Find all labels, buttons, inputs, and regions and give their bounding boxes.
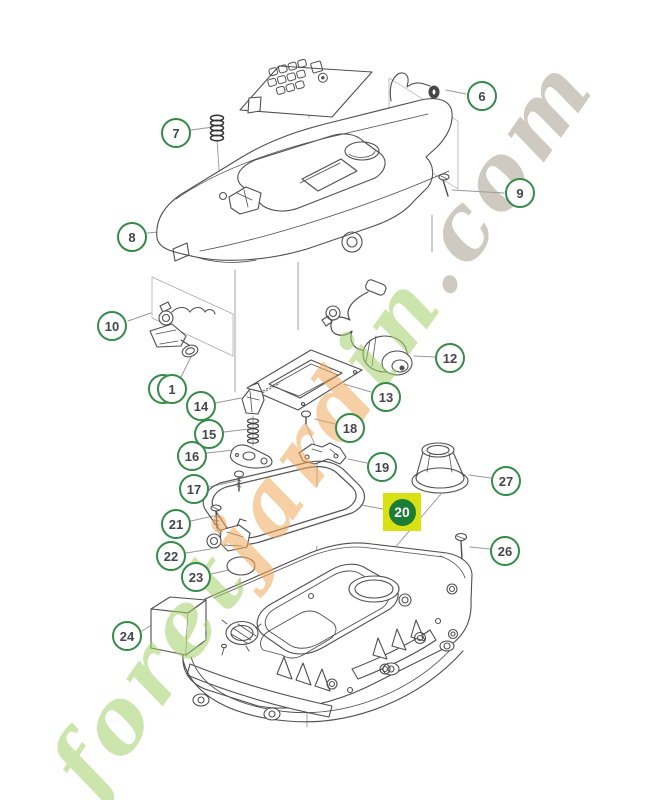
callout-18: 18: [335, 413, 365, 443]
callout-label: 24: [119, 628, 135, 644]
callout-20-circle: 20: [388, 498, 416, 526]
screw-part-9: [438, 173, 450, 197]
callout-label: 23: [188, 569, 204, 585]
callout-7: 7: [161, 118, 191, 148]
speaker-part-12: [321, 279, 413, 376]
callout-label: 21: [168, 516, 184, 532]
callout-label: 26: [497, 543, 513, 559]
callout-label: 8: [128, 229, 136, 245]
bracket-part-19: [298, 442, 347, 465]
callout-label: 1: [168, 381, 176, 397]
callout-20-highlighted: 20: [383, 493, 421, 531]
spring-part-7: [209, 114, 225, 142]
callout-19: 19: [367, 452, 397, 482]
callout-13: 13: [371, 382, 401, 412]
callout-label: 22: [163, 548, 179, 564]
callout-14: 14: [186, 391, 216, 421]
callout-17: 17: [179, 474, 209, 504]
callout-label: 7: [172, 125, 180, 141]
callout-label: 20: [394, 504, 410, 520]
callout-10: 10: [97, 311, 127, 341]
callout-label: 15: [201, 426, 217, 442]
callout-12: 12: [435, 343, 465, 373]
callout-label: 10: [104, 318, 120, 334]
chassis-part-24: [150, 542, 473, 723]
callout-label: 14: [193, 398, 209, 414]
callout-9: 9: [505, 178, 535, 208]
callout-26: 26: [490, 536, 520, 566]
callout-8: 8: [117, 222, 147, 252]
callout-21: 21: [161, 509, 191, 539]
pcb-part-13: [246, 349, 363, 411]
callout-16: 16: [177, 441, 207, 471]
lever-part-16: [229, 444, 273, 469]
keypad-panel-part: [239, 58, 373, 118]
callout-22: 22: [156, 541, 186, 571]
spring-part-15: [246, 418, 260, 444]
sensor-cable-part-10: [149, 301, 216, 348]
callout-label: 13: [378, 389, 394, 405]
callout-label: 12: [442, 350, 458, 366]
callout-15: 15: [194, 419, 224, 449]
screw-part-26: [454, 532, 468, 560]
callout-label: 6: [478, 88, 486, 104]
seal-part-1: [181, 344, 199, 358]
callout-6: 6: [467, 81, 497, 111]
bracket-part-22: [206, 518, 251, 552]
callout-label: 27: [498, 473, 514, 489]
membrane-part-23: [226, 556, 256, 576]
callout-label: 17: [186, 481, 202, 497]
callout-label: 16: [184, 448, 200, 464]
callout-label: 18: [342, 420, 358, 436]
callout-1: 1: [157, 374, 187, 404]
top-housing-part-8: [156, 98, 453, 263]
callout-27: 27: [491, 466, 521, 496]
cone-part-27: [411, 442, 469, 494]
callout-label: 9: [516, 185, 524, 201]
callout-24: 24: [112, 621, 142, 651]
screw-part-21: [210, 504, 222, 529]
callout-label: 19: [374, 459, 390, 475]
screw-part-18: [300, 410, 312, 425]
bracket-part-14: [241, 382, 265, 415]
callout-23: 23: [181, 562, 211, 592]
